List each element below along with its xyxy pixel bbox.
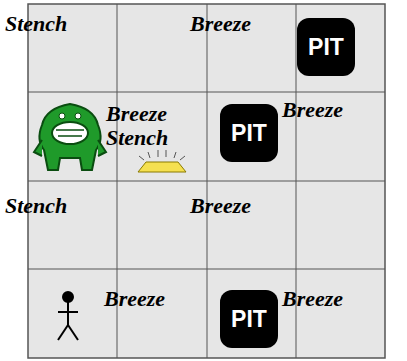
pit-square: PIT	[220, 290, 278, 348]
pit-label: PIT	[308, 34, 344, 61]
percept-label: Stench	[5, 194, 67, 218]
percept-label: Breeze	[190, 194, 251, 218]
percept-label: Stench	[106, 126, 168, 150]
grid-ground	[28, 4, 385, 358]
wumpus-figure	[34, 104, 106, 170]
grid-lines	[28, 4, 385, 358]
percept-label: Stench	[5, 12, 67, 36]
pit-square: PIT	[220, 104, 278, 162]
pit-label: PIT	[231, 306, 267, 333]
pit-label: PIT	[231, 120, 267, 147]
percept-label: Breeze	[190, 12, 251, 36]
percept-label: Breeze	[106, 102, 167, 126]
gold-bar	[138, 150, 186, 172]
percept-label: Breeze	[282, 98, 343, 122]
percept-label: Breeze	[282, 287, 343, 311]
pit-square: PIT	[297, 18, 355, 76]
percept-label: Breeze	[104, 287, 165, 311]
agent-figure	[58, 292, 78, 340]
